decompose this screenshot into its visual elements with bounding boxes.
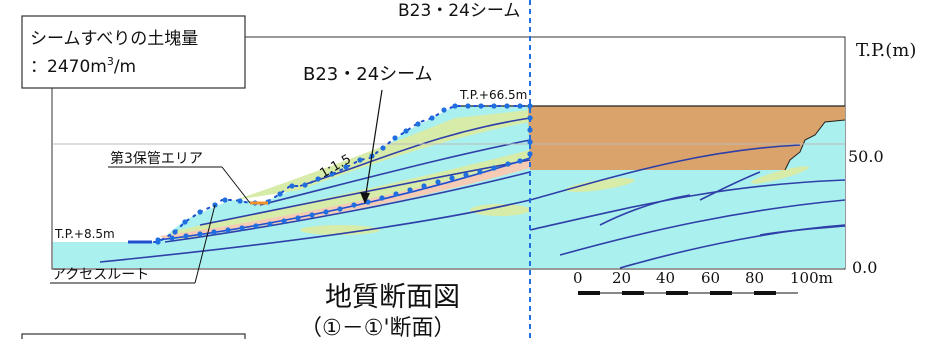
storage-leader-line: [221, 166, 251, 204]
seam-lens-1: [470, 204, 530, 216]
access-route-label: アクセスルート: [52, 267, 149, 283]
seam-lens-4: [300, 225, 380, 235]
scale-bar: 0 20 40 60 80 100m: [573, 269, 833, 295]
storage-area-label: 第3保管エリア: [110, 150, 203, 167]
seam-band-upper: [235, 110, 530, 200]
seam-arrow-head: [360, 192, 370, 204]
volume-box-line2: ：2470m3/m: [30, 55, 136, 77]
seam-lens-3: [751, 166, 809, 184]
section-title: 地質断面図: [325, 282, 460, 313]
seam-label: B23・24シーム: [303, 64, 433, 85]
access-leader-line: [194, 204, 216, 284]
seam-band-pink: [160, 160, 530, 240]
strata-lines: [99, 117, 846, 269]
section-subtitle: （①－①'断面）: [300, 316, 456, 339]
axis-unit-label: T.P.(m): [856, 40, 916, 61]
seam-leader-line: [364, 89, 383, 201]
scale-label-100m: 100m: [790, 269, 833, 287]
fill-embankment: [528, 106, 845, 170]
volume-box-line1: シームすべりの土塊量: [30, 29, 198, 49]
scale-label-40: 40: [656, 269, 675, 287]
seam-top-label: B23・24シーム: [398, 1, 520, 21]
volume-box: [21, 15, 246, 89]
scale-label-80: 80: [745, 269, 764, 287]
axis-tick-0: 0.0: [852, 258, 877, 277]
embankment-steps: [784, 119, 846, 171]
bottom-left-box: [21, 333, 246, 339]
elev-top-label: T.P.+66.5m: [459, 88, 527, 102]
axis-tick-50: 50.0: [848, 147, 884, 166]
seam-lens-2: [565, 178, 635, 192]
scale-label-0: 0: [573, 269, 583, 287]
scale-label-20: 20: [612, 269, 631, 287]
scale-label-60: 60: [701, 269, 720, 287]
elev-low-label: T.P.+8.5m: [54, 227, 115, 241]
sliding-seam-line: [155, 103, 533, 243]
